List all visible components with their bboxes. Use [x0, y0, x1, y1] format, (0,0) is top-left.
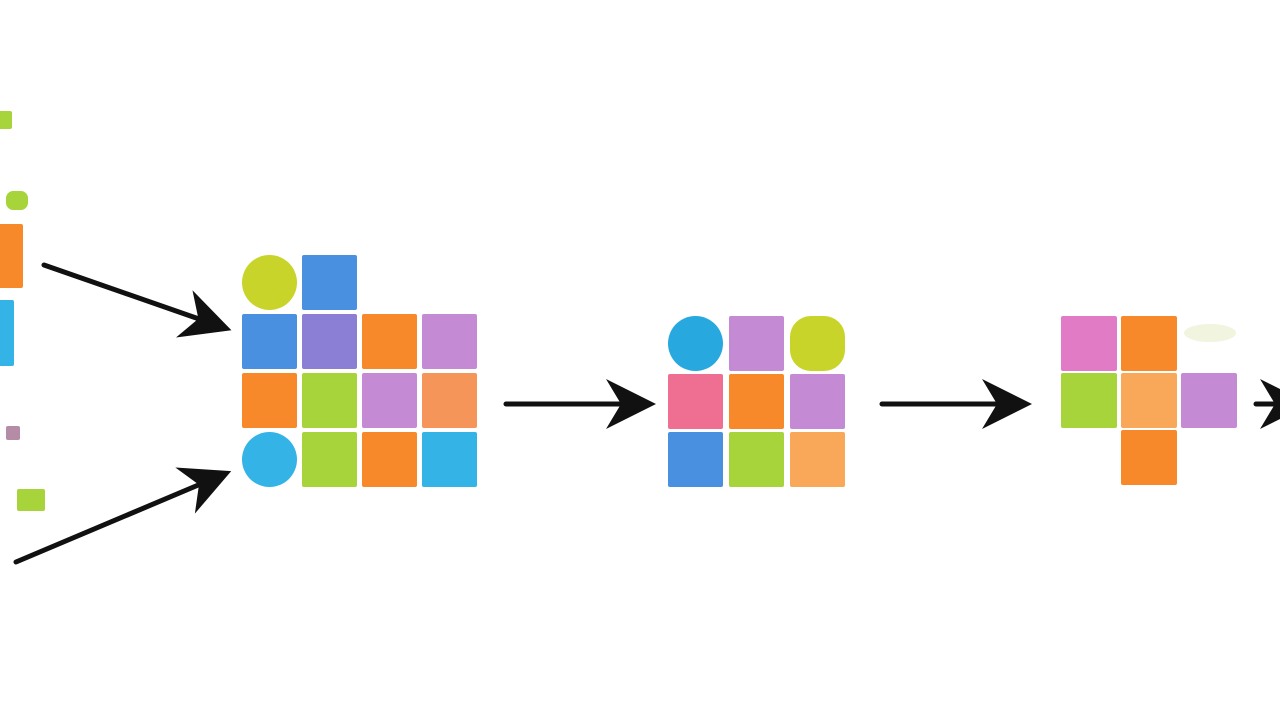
- circle-tile: [242, 432, 297, 487]
- square-tile: [422, 373, 477, 428]
- square-tile: [302, 432, 357, 487]
- connector-layer: [13, 262, 1280, 565]
- stage-final-cluster: [1061, 316, 1237, 485]
- square-tile: [1061, 316, 1117, 371]
- square-tile: [422, 432, 477, 487]
- source-tile: [17, 489, 45, 511]
- square-tile: [362, 314, 417, 369]
- square-tile: [302, 373, 357, 428]
- circle-tile: [242, 255, 297, 310]
- source-tile: [0, 224, 23, 288]
- square-tile: [362, 432, 417, 487]
- square-tile: [302, 255, 357, 310]
- tile-layer: [0, 111, 1237, 511]
- source-tile: [6, 426, 20, 440]
- faded-tile: [1184, 324, 1236, 342]
- square-tile: [790, 316, 845, 371]
- square-tile: [242, 314, 297, 369]
- square-tile: [729, 316, 784, 371]
- flow-arrow: [13, 467, 232, 565]
- faded-tile-ghost: [1184, 324, 1236, 342]
- square-tile: [1181, 373, 1237, 428]
- source-tile: [6, 191, 28, 210]
- square-tile: [1061, 373, 1117, 428]
- square-tile: [302, 314, 357, 369]
- square-tile: [1121, 430, 1177, 485]
- square-tile: [729, 432, 784, 487]
- circle-tile: [668, 316, 723, 371]
- square-tile: [422, 314, 477, 369]
- flow-arrow: [41, 262, 232, 338]
- square-tile: [668, 432, 723, 487]
- square-tile: [1121, 316, 1177, 371]
- square-tile: [362, 373, 417, 428]
- source-tile: [0, 111, 12, 129]
- stage-merged-grid: [242, 255, 477, 487]
- square-tile: [790, 374, 845, 429]
- square-tile: [242, 373, 297, 428]
- stage-reduced-grid: [668, 316, 845, 487]
- square-tile: [668, 374, 723, 429]
- square-tile: [1121, 373, 1177, 428]
- square-tile: [790, 432, 845, 487]
- stage-scattered-sources: [0, 111, 45, 511]
- source-tile: [0, 300, 14, 366]
- square-tile: [729, 374, 784, 429]
